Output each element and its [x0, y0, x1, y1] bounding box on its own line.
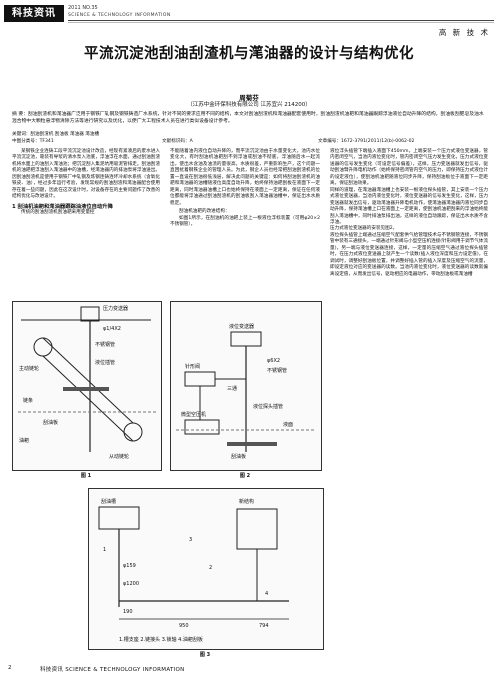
header-rule: [68, 20, 494, 21]
fig2-needle-valve: [184, 371, 216, 387]
fig1-driven-sprocket: [123, 422, 143, 442]
fig1-chain-bottom: [42, 355, 134, 442]
fig3-dim-950: 950: [179, 623, 189, 629]
figure-3: 刮油槽 新结构 1 2 3 4 190 950 794 φ159 φ1200 1…: [88, 488, 324, 650]
fig1-chain-top: [42, 337, 134, 424]
fig2-skimmer-plate: [227, 442, 277, 446]
fig1-skimmer-plate: [63, 387, 109, 391]
journal-logo: 科技资讯: [4, 5, 64, 22]
fig2-label-8: 液面: [283, 421, 293, 428]
fig3-dim-190: 190: [123, 609, 133, 615]
fig2-label-2: 针形阀: [185, 363, 200, 370]
issue-info: 2011 NO.35 SCIENCE & TECHNOLOGY INFORMAT…: [68, 5, 171, 19]
fig3-label-part-3: 3: [189, 537, 192, 543]
fig2-label-7: 液位探头插管: [253, 403, 283, 410]
column-2-paragraph: 不能随着油内液位自动升降的，而平流沉淀池由于水量变化大，池内水位变化大，有时刮油…: [170, 149, 320, 206]
fig3-label-oil-trough: 刮油槽: [101, 498, 116, 505]
fig1-label-5: 主动链轮: [19, 365, 39, 372]
figure-3-drawing: 刮油槽 新结构 1 2 3 4 190 950 794 φ159 φ1200 1…: [98, 498, 289, 643]
fig1-label-3: 不锈钢管: [95, 341, 115, 348]
article-title: 平流沉淀池刮油刮渣机与滗油器的设计与结构优化: [84, 46, 414, 62]
fig1-label-7: 刮油板: [43, 419, 58, 426]
fig3-dim-159: φ159: [123, 563, 136, 569]
fig2-label-1: 液位变送器: [229, 323, 254, 330]
clc-number: 中图分类号：TF341: [12, 139, 54, 144]
fig1-pressure-transmitter-box: [80, 306, 100, 322]
fig1-label-8: 油耙: [19, 437, 29, 444]
journal-english-name: SCIENCE & TECHNOLOGY INFORMATION: [68, 13, 171, 18]
fig1-label-9: 从动链轮: [109, 453, 129, 460]
page-header: 科技资讯 2011 NO.35 SCIENCE & TECHNOLOGY INF…: [0, 0, 498, 30]
author-name: 周菊芬: [239, 94, 259, 102]
header-rule-thin: [68, 22, 494, 23]
fig2-label-5: 微型空压机: [181, 411, 206, 418]
body-column-2: 不能随着油内液位自动升降的，而平流沉淀池由于水量变化大，池内水位变化大，有时刮油…: [170, 149, 320, 228]
fig3-label-part-2: 2: [209, 565, 212, 571]
intro-paragraph: 某钢铁企业连铸工段平流沉淀池设计改造，经现有紧凑后的废水进入平流沉淀池，靠装有导…: [12, 149, 160, 200]
fig3-new-structure-box: [236, 508, 278, 550]
figure-2-caption: 图 2: [239, 473, 251, 479]
fig3-dim-1200: φ1200: [123, 581, 139, 587]
document-code: 文献标识码：A: [162, 139, 193, 144]
fig1-label-4: 液位插管: [95, 359, 115, 366]
figure-1-drawing: 压力变送器 φ1/4X2 不锈钢管 液位插管 主动链轮 链条 刮油板 油耙 从动…: [18, 305, 156, 460]
fig3-label-part-1: 1: [103, 547, 106, 553]
figure-1-caption: 图 1: [80, 473, 92, 479]
footer-journal: 科技资讯 SCIENCE & TECHNOLOGY INFORMATION: [40, 667, 185, 673]
body-column-3: 液位浮头插管下端插入液面下450mm，上端安装一个压力式液位变送器，管内密闭空气…: [330, 149, 488, 277]
abstract: 摘 要：刮油刮渣机和滗油器广泛用于钢铁厂轧钢及钢铁铸造厂水系统，针对不同的要求应…: [12, 112, 484, 124]
issue-number: 2011 NO.35: [68, 5, 98, 11]
classification-line: 中图分类号：TF341 文献标识码：A 文章编号：1672-3791(2011)…: [12, 139, 488, 146]
figure-1-description: 如图1所示，在刮油机的油耙上装上一根液位浮标装置（可用φ20×2不锈钢管），: [170, 215, 320, 227]
fig1-drive-sprocket: [33, 337, 53, 357]
fig2-level-transmitter: [230, 331, 262, 347]
article-number: 文章编号：1672-3791(2011)12(b)-0062-02: [318, 139, 415, 144]
fig3-legend: 1.槽支座 2.链接头 3.锁轴 4.油耙刮板: [119, 636, 203, 643]
figure-2-drawing: 液位变送器 针形阀 φ6X2 不锈钢管 微型空压机 三通 液位探头插管 液面 刮…: [176, 323, 316, 460]
figure-3-caption: 图 3: [199, 652, 211, 658]
fig2-label-9: 刮油板: [231, 453, 246, 460]
body-column-1: 某钢铁企业连铸工段平流沉淀池设计改造，经现有紧凑后的废水进入平流沉淀池，靠装有导…: [12, 149, 160, 217]
fig2-air-compressor: [184, 419, 220, 435]
section-1-paragraph: 传统的刮油刮渣机刮油耙采用变量控: [21, 210, 95, 216]
fig2-label-4: 不锈钢管: [267, 367, 287, 374]
fig2-label-3: φ6X2: [267, 358, 280, 364]
fig1-label-1: 压力变送器: [103, 305, 128, 312]
oil-rake-structure-heading: 刮油机油耙的改进结构：: [179, 209, 230, 215]
figure-1: 压力变送器 φ1/4X2 不锈钢管 液位插管 主动链轮 链条 刮油板 油耙 从动…: [12, 301, 162, 471]
fig1-label-2: φ1/4X2: [103, 326, 121, 332]
fig2-label-6: 三通: [227, 385, 237, 392]
keywords: 关键词：刮油刮渣机 刮油板 滗油器 滗油槽: [12, 132, 100, 137]
section-heading-1: 1 刮油机油耙和滗油器跟踪油液位自动升降: [12, 203, 113, 210]
fig3-label-part-4: 4: [265, 591, 268, 597]
figure-2: 液位变送器 针形阀 φ6X2 不锈钢管 微型空压机 三通 液位探头插管 液面 刮…: [170, 301, 322, 471]
fig3-oil-trough: [98, 506, 140, 530]
column-label: 高 新 技 术: [438, 28, 490, 37]
fig3-dim-794: 794: [259, 623, 269, 629]
fig3-label-new-structure: 新结构: [239, 498, 254, 505]
fig1-label-6: 链条: [23, 397, 33, 404]
page-number: 2: [8, 665, 12, 671]
author-affiliation: （江苏中金环保科技有限公司 江苏宜兴 214200）: [187, 102, 311, 108]
